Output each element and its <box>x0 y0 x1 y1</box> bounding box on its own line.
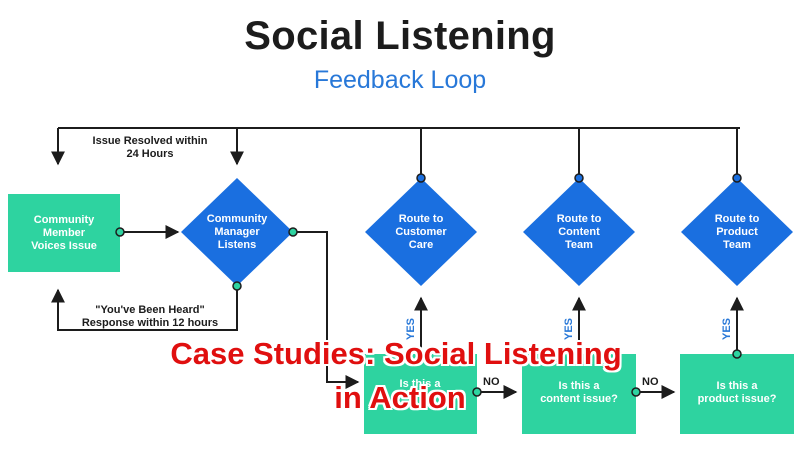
dot-care-top <box>416 173 426 183</box>
dot-manager-right <box>288 227 298 237</box>
label-no-2: NO <box>642 376 659 388</box>
label-yes-2: YES <box>563 318 575 340</box>
dot-content-top <box>574 173 584 183</box>
label-no-1: NO <box>483 376 500 388</box>
dot-is-a-right <box>472 387 482 397</box>
svg-text:Is this a: Is this a <box>400 378 442 390</box>
connector-lines <box>51 127 744 399</box>
dot-manager-bottom <box>232 281 242 291</box>
overlay-caption-line-1: Case Studies: Social Listening <box>170 336 622 371</box>
label-yes-1: YES <box>405 318 417 340</box>
connector-dots <box>115 173 742 397</box>
diagram-subtitle: Feedback Loop <box>313 66 487 94</box>
line-manager-down <box>51 286 238 331</box>
dot-content-right <box>631 387 641 397</box>
label-been-heard: "You've Been Heard"Response within 12 ho… <box>82 304 218 329</box>
line-manager-right <box>293 231 360 389</box>
dot-product-top-box <box>732 349 742 359</box>
dot-member-right <box>115 227 125 237</box>
diagram-title: Social Listening <box>244 14 556 58</box>
label-yes-3: YES <box>721 318 733 340</box>
overlay-caption-line-2: in Action <box>334 380 466 415</box>
dot-product-top <box>732 173 742 183</box>
node-is-a-issue: Is this a <box>364 354 477 434</box>
